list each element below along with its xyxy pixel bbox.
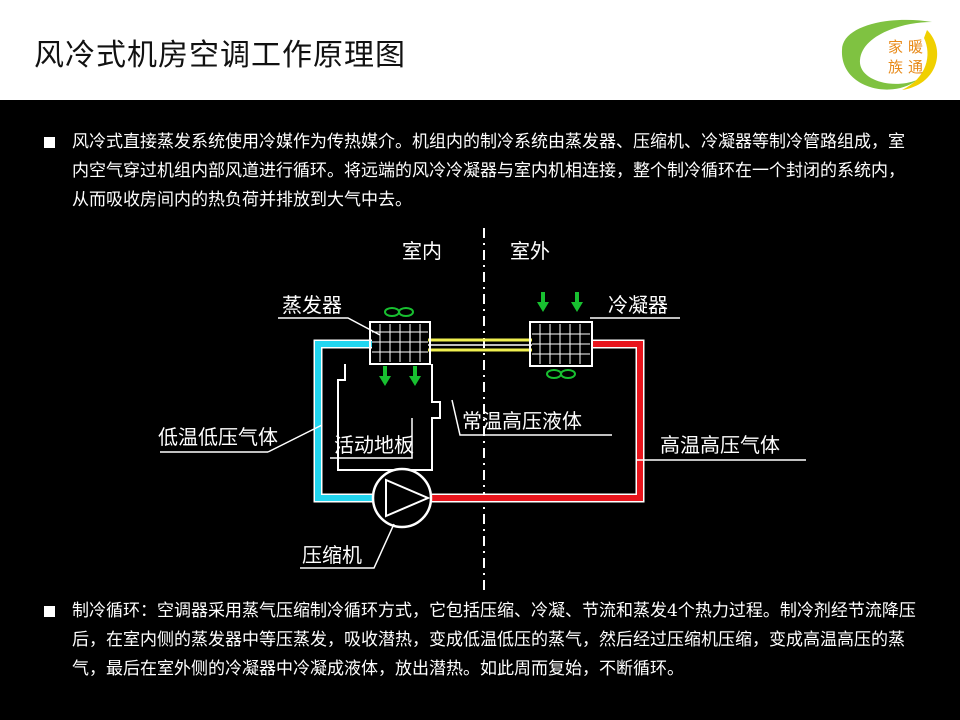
low-temp-gas-label: 低温低压气体 <box>158 425 278 449</box>
bullet-square-icon <box>44 137 55 148</box>
evaporator-label: 蒸发器 <box>282 293 342 317</box>
logo-char-1: 家 <box>888 38 903 56</box>
paragraph-text: 风冷式直接蒸发系统使用冷媒作为传热媒介。机组内的制冷系统由蒸发器、压缩机、冷凝器… <box>72 132 905 210</box>
indoor-unit-cabinet <box>337 364 441 471</box>
compressor-icon <box>371 467 433 529</box>
evaporator-coil-grid <box>372 324 428 362</box>
indoor-label: 室内 <box>402 239 442 263</box>
condenser-coil <box>529 321 593 367</box>
liquid-label: 常温高压液体 <box>462 409 582 433</box>
condenser-coil-grid <box>532 324 590 364</box>
label-leader-lines <box>160 317 806 569</box>
condenser-fan-icon <box>546 369 576 379</box>
high-temp-pipe <box>432 341 643 501</box>
bullet-square-icon <box>44 606 55 617</box>
paragraph-text: 制冷循环：空调器采用蒸气压缩制冷循环方式，它包括压缩、冷凝、节流和蒸发4个热力过… <box>72 601 916 679</box>
compressor-triangle <box>385 478 431 518</box>
brand-logo: 家 暖 族 通 <box>841 19 938 90</box>
page-title: 风冷式机房空调工作原理图 <box>34 38 406 73</box>
description-paragraph: 风冷式直接蒸发系统使用冷媒作为传热媒介。机组内的制冷系统由蒸发器、压缩机、冷凝器… <box>40 128 920 215</box>
logo-char-2: 暖 <box>908 38 923 56</box>
compressor-label: 压缩机 <box>302 543 362 567</box>
indoor-airflow-arrow-icon <box>379 366 421 386</box>
logo-char-4: 通 <box>908 58 923 76</box>
high-temp-gas-label: 高温高压气体 <box>660 433 780 457</box>
outdoor-label: 室外 <box>510 239 550 263</box>
evaporator-fan-icon <box>384 307 414 317</box>
raised-floor-label: 活动地板 <box>334 433 414 457</box>
evaporator-coil <box>369 321 431 365</box>
low-temp-pipe <box>315 341 372 501</box>
outdoor-airflow-arrow-icon <box>537 292 583 312</box>
condenser-label: 冷凝器 <box>608 293 668 317</box>
logo-char-3: 族 <box>888 58 903 76</box>
cycle-paragraph: 制冷循环：空调器采用蒸气压缩制冷循环方式，它包括压缩、冷凝、节流和蒸发4个热力过… <box>40 597 920 684</box>
header-bar: 风冷式机房空调工作原理图 家 暖 族 通 <box>0 0 960 100</box>
